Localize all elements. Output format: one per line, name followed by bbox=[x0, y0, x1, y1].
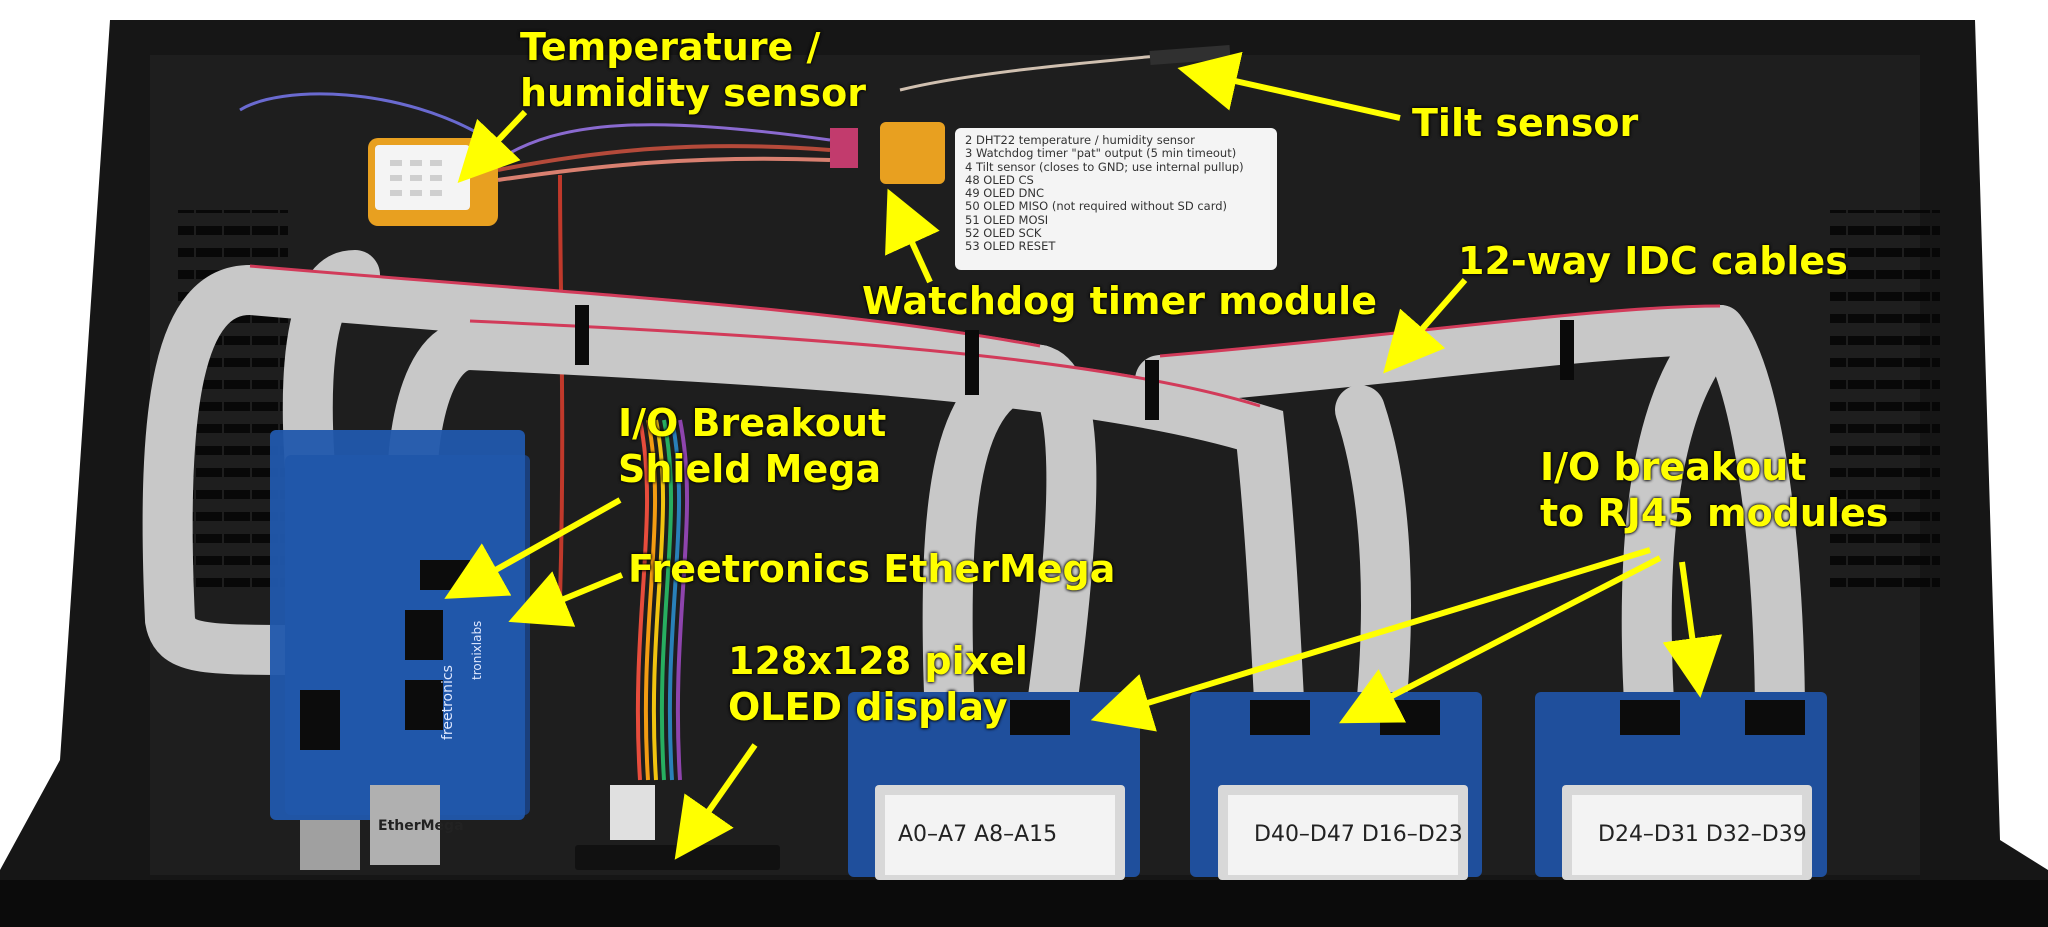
ribbon-cable bbox=[1015, 345, 1097, 745]
arrow-ethermega bbox=[508, 571, 624, 627]
callout-tilt-sensor: Tilt sensor bbox=[1412, 101, 1639, 145]
port-label-3: D24–D31 D32–D39 bbox=[1598, 822, 1807, 847]
pin-note-line: 48 OLED CS bbox=[965, 172, 1034, 187]
watchdog-board bbox=[880, 122, 945, 184]
pin-note-line: 2 DHT22 temperature / humidity sensor bbox=[965, 133, 1195, 147]
arrow-oled bbox=[674, 743, 758, 860]
pin-note-line: 51 OLED MOSI bbox=[965, 212, 1049, 227]
callout-line: OLED display bbox=[728, 685, 1008, 729]
board-marking-freetronics: freetronics bbox=[440, 665, 456, 740]
arrow-rj45-1 bbox=[1090, 547, 1651, 732]
pin-note-line: 50 OLED MISO (not required without SD ca… bbox=[965, 199, 1228, 214]
rj45-module-1 bbox=[848, 692, 1140, 880]
pin-note-line: 49 OLED DNC bbox=[965, 186, 1045, 201]
right-vents bbox=[1830, 210, 1940, 600]
callout-line: to RJ45 modules bbox=[1540, 491, 1889, 535]
pin-note-line: 3 Watchdog timer "pat" output (5 min tim… bbox=[965, 146, 1237, 161]
oled-display bbox=[575, 845, 780, 870]
board-marking-website: tronixlabs bbox=[470, 620, 484, 680]
ribbon-cable bbox=[922, 345, 1065, 745]
pin-note-line: 52 OLED SCK bbox=[965, 226, 1042, 241]
arrow-temp-sensor bbox=[457, 109, 528, 184]
pin-note-line: 53 OLED RESET bbox=[965, 239, 1056, 254]
pin-note-line: 4 Tilt sensor (closes to GND; use intern… bbox=[965, 159, 1244, 174]
rj45-module-2 bbox=[1190, 692, 1482, 880]
callout-io-rj45: I/O breakout to RJ45 modules bbox=[1540, 444, 1888, 536]
arrow-rj45-2 bbox=[1338, 555, 1662, 724]
callout-watchdog: Watchdog timer module bbox=[862, 279, 1377, 323]
port-label-2: D40–D47 D16–D23 bbox=[1254, 822, 1463, 847]
front-lip bbox=[0, 880, 2048, 927]
ribbon-cable bbox=[1135, 305, 1745, 405]
callout-ethermega: Freetronics EtherMega bbox=[628, 547, 1116, 591]
arrow-idc-cables bbox=[1383, 278, 1468, 374]
arrow-io-shield bbox=[444, 497, 622, 599]
arrow-rj45-3 bbox=[1662, 561, 1723, 698]
ribbon-cable bbox=[1695, 305, 1805, 745]
arrow-tilt-sensor bbox=[1177, 51, 1401, 121]
pin-assignment-note: 2 DHT22 temperature / humidity sensor 3 … bbox=[955, 128, 1277, 270]
callout-line: I/O breakout bbox=[1540, 445, 1807, 489]
port-label-1: A0–A7 A8–A15 bbox=[898, 822, 1058, 847]
callout-line: humidity sensor bbox=[520, 71, 867, 115]
ribbon-cable bbox=[1335, 385, 1411, 745]
callout-temperature-sensor: Temperature / humidity sensor bbox=[520, 24, 866, 116]
arrow-watchdog bbox=[885, 188, 940, 284]
callout-line: 128x128 pixel bbox=[728, 639, 1028, 683]
ribbon-cable bbox=[142, 265, 335, 675]
ribbon-cable bbox=[1621, 305, 1745, 745]
rj45-module-3 bbox=[1535, 692, 1827, 880]
callout-oled: 128x128 pixel OLED display bbox=[728, 638, 1028, 730]
callout-line: Shield Mega bbox=[618, 447, 882, 491]
board-marking-ethermega: EtherMega bbox=[378, 818, 464, 834]
callout-io-breakout-shield: I/O Breakout Shield Mega bbox=[618, 400, 886, 492]
callout-line: I/O Breakout bbox=[618, 401, 887, 445]
io-breakout-shield bbox=[270, 430, 525, 820]
callout-line: Temperature / bbox=[520, 25, 821, 69]
dht22-sensor bbox=[375, 145, 470, 210]
callout-idc-cables: 12-way IDC cables bbox=[1458, 239, 1848, 283]
ribbon-cable bbox=[445, 320, 1305, 745]
